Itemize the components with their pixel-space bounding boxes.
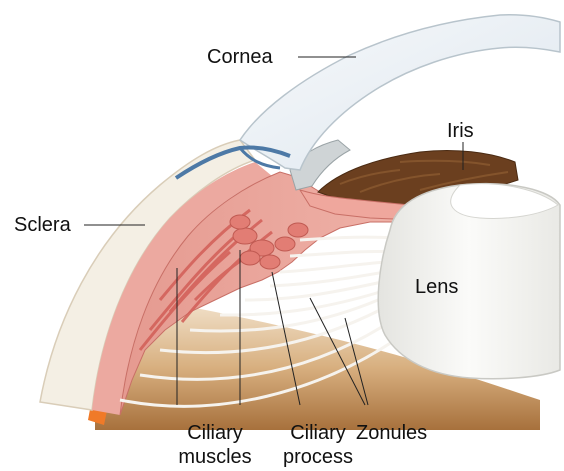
label-ciliary-muscles-line1: Ciliary — [170, 422, 260, 444]
label-sclera: Sclera — [14, 214, 71, 236]
label-ciliary-process: Ciliary process — [272, 422, 364, 468]
label-iris: Iris — [447, 120, 474, 142]
label-ciliary-process-line1: Ciliary — [272, 422, 364, 444]
label-ciliary-muscles-line2: muscles — [170, 446, 260, 468]
label-cornea: Cornea — [207, 46, 273, 68]
cornea-dome — [240, 15, 560, 170]
label-ciliary-process-line2: process — [272, 446, 364, 468]
label-ciliary-muscles: Ciliary muscles — [170, 422, 260, 468]
label-zonules: Zonules — [356, 422, 427, 444]
label-lens: Lens — [415, 276, 458, 298]
